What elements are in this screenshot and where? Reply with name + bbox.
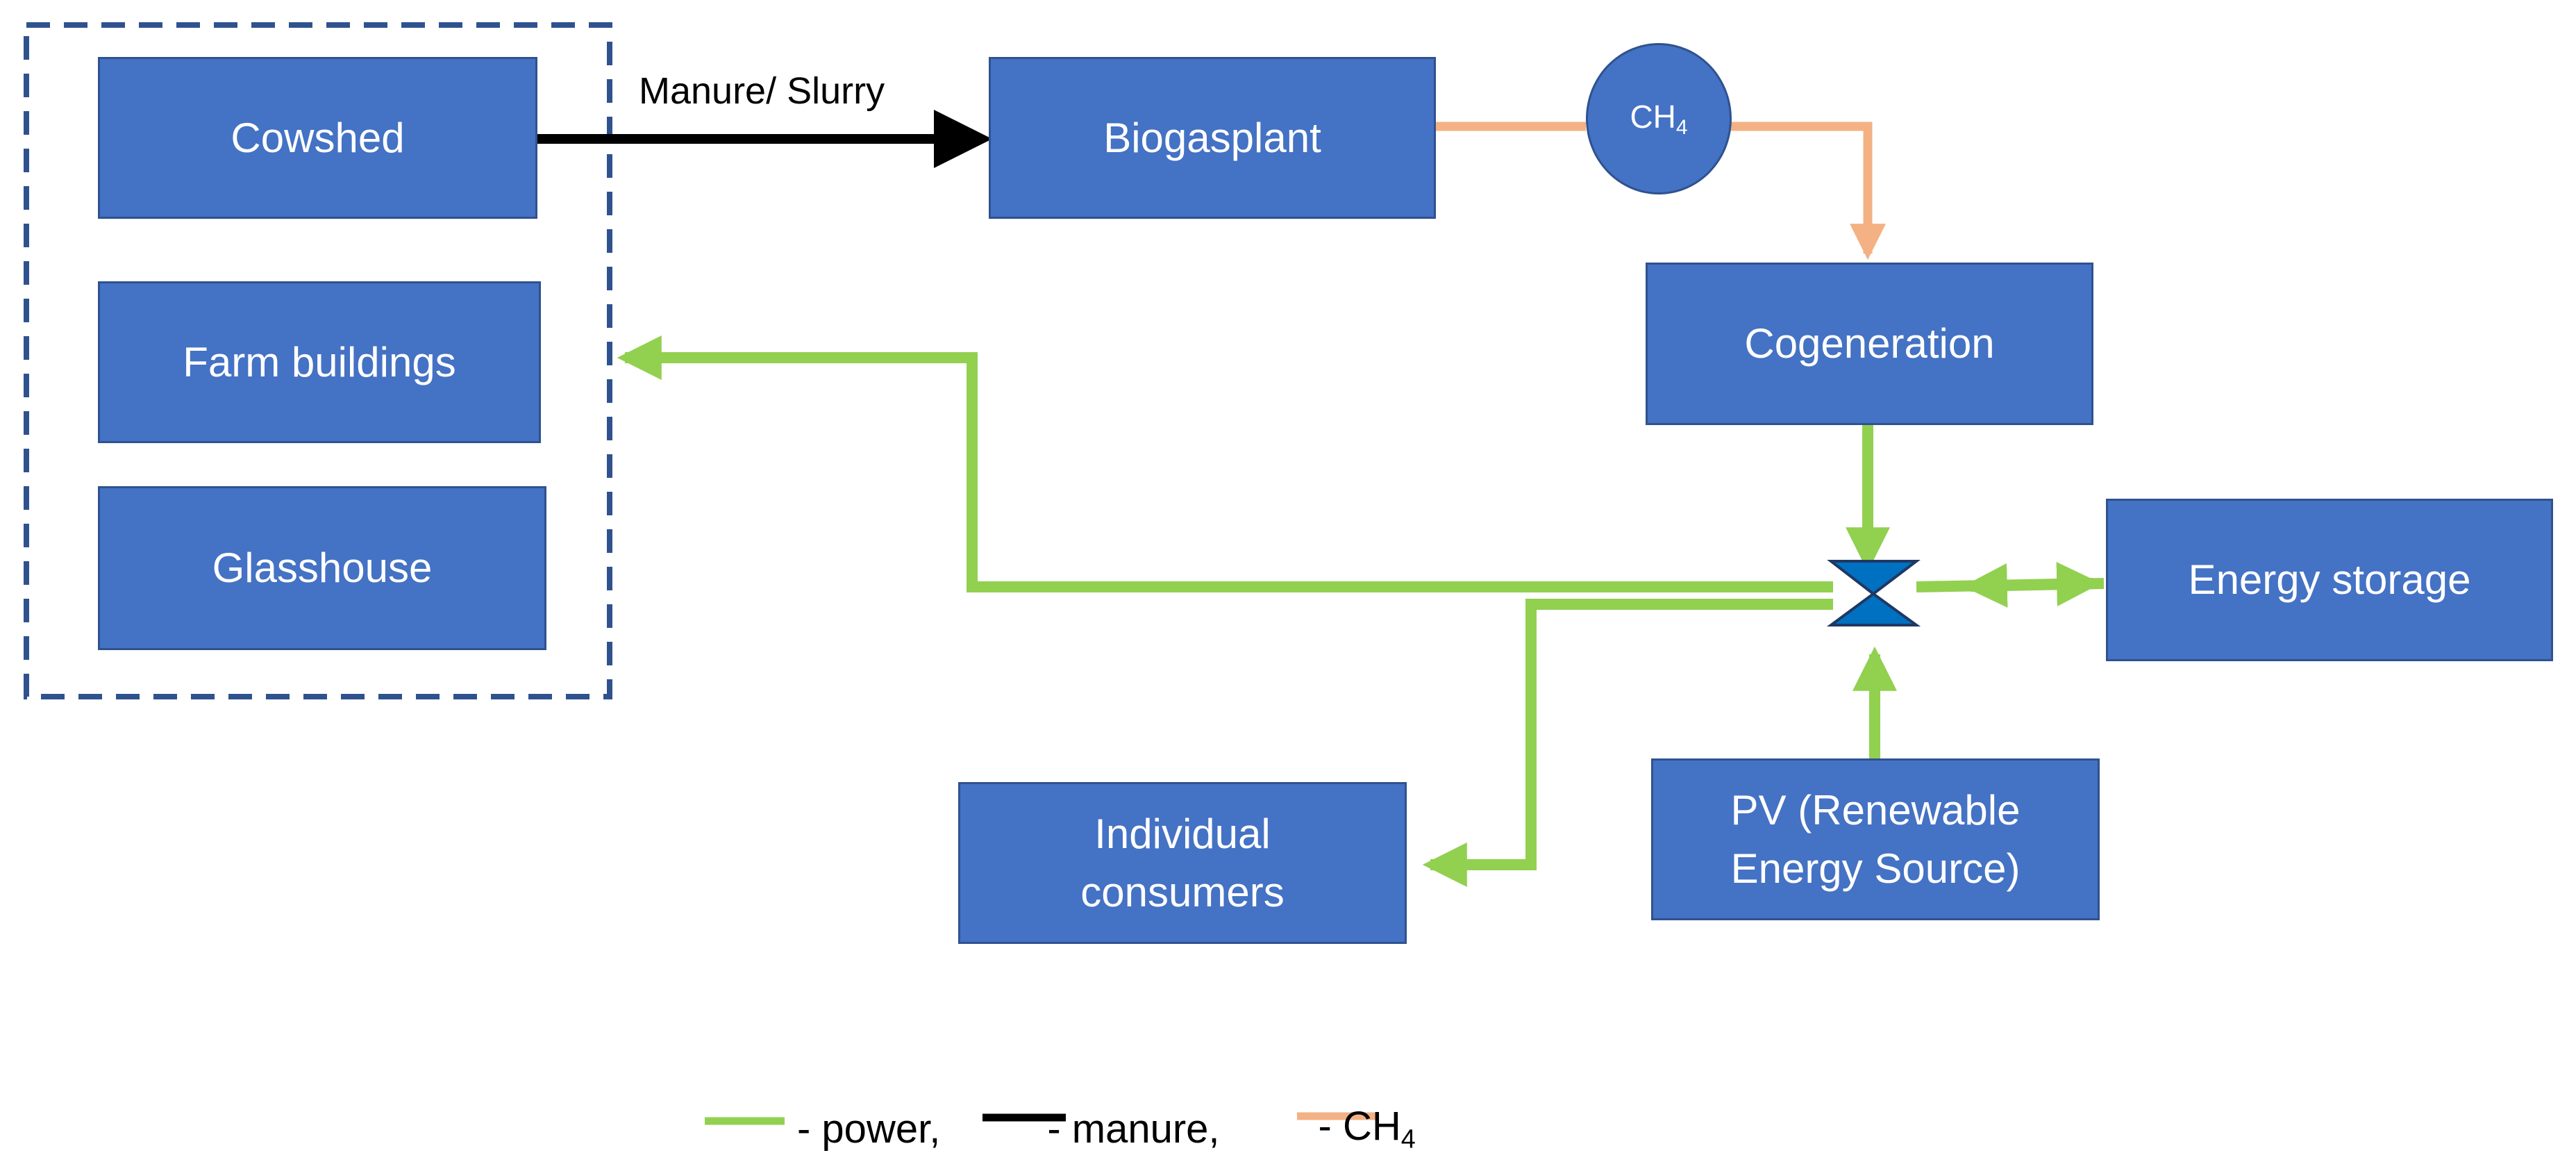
legend-item-ch4: - CH4 [1319,1103,1416,1154]
power-flow-consumers [1422,599,1833,887]
legend: - power, - manure, - CH4 [701,1104,1439,1153]
node-cogeneration-label: Cogeneration [1744,320,1995,367]
node-pv-line2: Energy Source) [1730,845,2021,892]
manure-flow-label: Manure/ Slurry [639,70,885,112]
node-individual-consumers-line2: consumers [1080,868,1285,915]
node-glasshouse-label: Glasshouse [212,545,433,591]
legend-power-label: - power, [797,1106,941,1152]
node-cogeneration: Cogeneration [1646,263,2093,425]
node-ch4: CH4 [1586,43,1732,194]
power-junction [1826,560,1921,626]
legend-ch4-label: - CH4 [1318,1104,1416,1154]
node-pv: PV (Renewable Energy Source) [1651,758,2100,920]
node-individual-consumers: Individual consumers [958,782,1407,944]
power-flow-farm [617,335,1833,592]
node-individual-consumers-line1: Individual [1094,810,1271,857]
node-cowshed-label: Cowshed [231,114,405,161]
node-ch4-label: CH4 [1630,99,1688,139]
node-biogasplant: Biogasplant [989,57,1436,219]
ch4-flow-arrow [1729,122,1886,260]
node-cowshed: Cowshed [98,57,537,219]
power-flow-from-storage [1962,563,2105,608]
node-energy-storage-label: Energy storage [2188,556,2471,603]
node-pv-line1: PV (Renewable [1730,786,2021,833]
legend-item-manure: - manure, [1047,1106,1219,1152]
node-biogasplant-label: Biogasplant [1103,114,1321,161]
legend-item-power: - power, [797,1106,940,1152]
farm-group-boundary [24,22,612,699]
node-glasshouse: Glasshouse [98,486,546,650]
node-energy-storage: Energy storage [2106,499,2553,661]
legend-manure-label: - manure, [1047,1106,1220,1152]
node-farm-buildings: Farm buildings [98,281,541,443]
node-farm-buildings-label: Farm buildings [183,338,456,385]
